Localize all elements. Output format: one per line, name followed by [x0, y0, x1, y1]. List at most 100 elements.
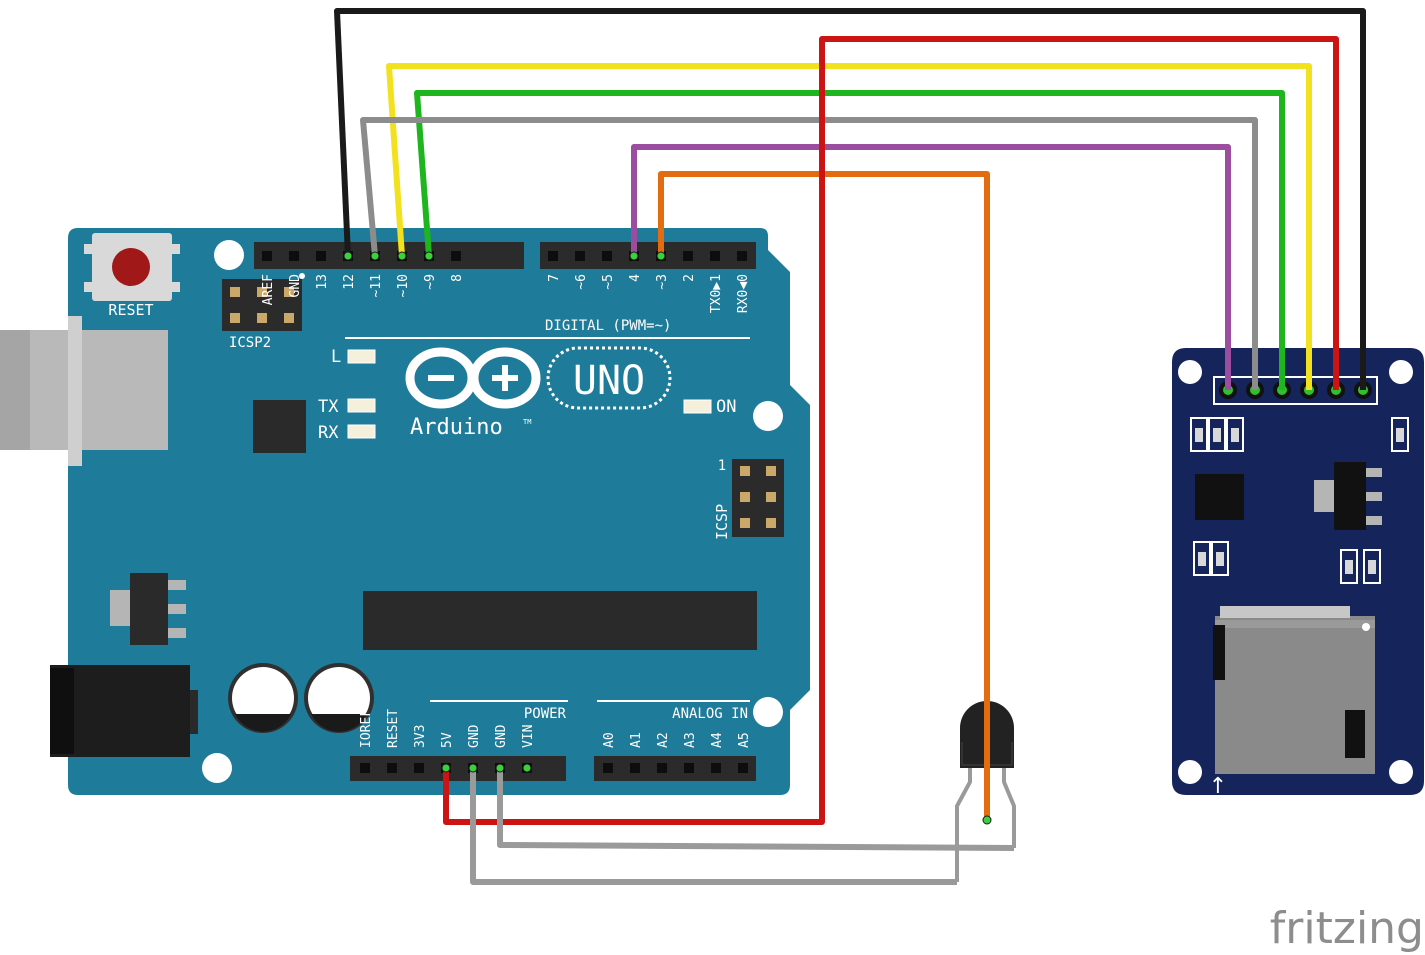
capacitor-right — [304, 663, 374, 733]
pin-label: RESET — [386, 709, 401, 748]
trademark-label: TM — [523, 418, 531, 426]
pin-label: ~3 — [655, 274, 670, 290]
wire-vcc — [443, 36, 1339, 825]
wire-miso — [414, 90, 1285, 390]
wire-end-marker — [370, 251, 380, 261]
wire-endpoints — [343, 251, 992, 825]
wire-end-marker — [397, 251, 407, 261]
usb-interface-chip — [253, 400, 306, 453]
analog-label: ANALOG IN — [672, 706, 748, 722]
wires — [334, 8, 1366, 885]
pin-socket — [316, 251, 326, 261]
pin-label: A1 — [629, 732, 644, 748]
capacitor-left — [228, 663, 298, 733]
led-rx — [347, 424, 376, 439]
wire-sck — [360, 117, 1258, 390]
pin-label: ~6 — [574, 274, 589, 290]
icsp-header — [732, 459, 784, 537]
wire-end-marker — [495, 763, 505, 773]
mounting-hole — [1178, 760, 1202, 784]
mounting-hole — [214, 240, 244, 270]
pin-label: ~5 — [601, 274, 616, 290]
module-regulator — [1314, 462, 1382, 530]
pin-label: ~11 — [369, 274, 384, 297]
wire-end-marker — [982, 815, 992, 825]
mounting-hole — [1389, 760, 1413, 784]
icsp2-label: ICSP2 — [229, 335, 271, 351]
pin-label: RX0◀0 — [736, 274, 751, 313]
wire-end-marker — [656, 251, 666, 261]
pin-label: A4 — [710, 732, 725, 748]
sd-card-module: ↑ — [1172, 348, 1424, 799]
pin-label: 12 — [342, 274, 357, 290]
pin-socket — [657, 763, 667, 773]
pin-label: 13 — [315, 274, 330, 290]
power-header — [350, 756, 566, 781]
pin-socket — [262, 251, 272, 261]
pin-label: IOREF — [359, 709, 374, 748]
pin-label: GND — [494, 724, 509, 748]
level-shifter-chip — [1195, 474, 1244, 520]
icsp-pin1-label: 1 — [718, 458, 726, 474]
brand-label: Arduino — [410, 415, 503, 440]
digital-header-left — [254, 242, 524, 269]
pin-label: 5V — [440, 732, 455, 748]
pin-socket — [684, 763, 694, 773]
pin-socket — [603, 763, 613, 773]
reset-button[interactable] — [84, 233, 180, 301]
led-tx — [347, 398, 376, 413]
smd-resistors — [1190, 417, 1409, 584]
sd-card-slot — [1213, 606, 1375, 774]
arduino-logo-icon — [405, 347, 541, 409]
pin-socket — [711, 763, 721, 773]
model-label: UNO — [573, 358, 645, 404]
pin-label: A5 — [737, 732, 752, 748]
orientation-arrow-icon: ↑ — [1209, 774, 1227, 799]
analog-pin-sockets — [603, 763, 748, 773]
sensor-vcc-leg — [1002, 768, 1016, 848]
dc-power-jack — [50, 665, 198, 757]
wire-end-marker — [468, 763, 478, 773]
wire-gnd — [334, 8, 1366, 390]
pin-label: 7 — [547, 274, 562, 282]
wire-end-marker — [629, 251, 639, 261]
reset-label: RESET — [108, 301, 153, 319]
wire-end-marker — [424, 251, 434, 261]
fritzing-watermark: fritzing — [1270, 903, 1424, 954]
led-on — [683, 399, 712, 414]
pin-label: A3 — [683, 732, 698, 748]
pin-socket — [360, 763, 370, 773]
led-rx-label: RX — [318, 423, 339, 443]
power-label: POWER — [524, 706, 567, 722]
board-pcb — [68, 228, 810, 795]
wire-sensor-gnd — [470, 768, 957, 885]
pin-socket — [630, 763, 640, 773]
led-l-label: L — [331, 347, 341, 367]
wire-mosi — [386, 63, 1312, 390]
voltage-regulator — [110, 573, 186, 645]
mounting-hole — [1178, 360, 1202, 384]
module-header-outline — [1213, 376, 1378, 405]
icsp-label: ICSP — [713, 504, 731, 540]
pin-label: A2 — [656, 732, 671, 748]
pin-label: A0 — [602, 732, 617, 748]
wire-end-marker — [522, 763, 532, 773]
digital-header-right — [540, 242, 756, 269]
pin-label: ~9 — [423, 274, 438, 290]
pin-socket — [737, 251, 747, 261]
pin-socket — [738, 763, 748, 773]
wire-end-marker — [441, 763, 451, 773]
led-tx-label: TX — [318, 397, 339, 417]
pin-socket — [710, 251, 720, 261]
pin-label: TX0▶1 — [709, 274, 724, 313]
pin-label: AREF — [261, 274, 276, 305]
wire-cs — [631, 144, 1231, 390]
pin-label: 2 — [682, 274, 697, 282]
pin-socket — [387, 763, 397, 773]
smd-resistor-pads — [1195, 428, 1404, 574]
